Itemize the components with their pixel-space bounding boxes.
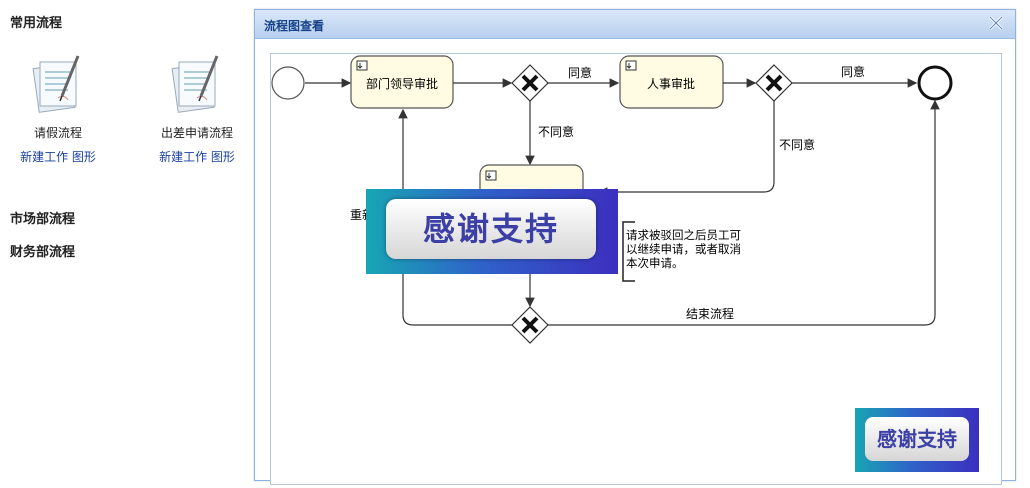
- section-market-processes[interactable]: 市场部流程: [10, 212, 76, 227]
- process-diagram: 部门领导审批 同意 人事审批 同: [271, 55, 953, 344]
- new-work-link[interactable]: 新建工作: [159, 150, 208, 164]
- graph-link[interactable]: 图形: [210, 150, 235, 164]
- watermark-text-small: 感谢支持: [877, 427, 957, 451]
- section-common-processes: 常用流程: [10, 16, 63, 31]
- flow-label-end-process: 结束流程: [686, 306, 734, 321]
- flow-label-agree-2: 同意: [841, 64, 865, 79]
- task-label: 部门领导审批: [366, 76, 438, 91]
- process-item-leave[interactable]: 请假流程 新建工作 图形: [3, 52, 113, 165]
- annotation-text-line2: 以继续申请，或者取消: [626, 242, 741, 256]
- process-item-business-trip[interactable]: 出差申请流程 新建工作 图形: [142, 52, 252, 165]
- flow-label-agree: 同意: [568, 65, 592, 80]
- dialog-header[interactable]: 流程图查看: [255, 10, 1015, 39]
- flow-label-disagree: 不同意: [538, 124, 574, 139]
- start-event[interactable]: [271, 66, 305, 100]
- process-name[interactable]: 出差申请流程: [160, 126, 233, 140]
- task-hr-review[interactable]: 人事审批: [619, 55, 724, 109]
- watermark-banner-small: 感谢支持: [855, 408, 979, 472]
- gateway-2[interactable]: [755, 64, 793, 102]
- graph-link[interactable]: 图形: [71, 150, 96, 164]
- annotation-bracket: [622, 221, 635, 282]
- process-sidebar: 常用流程 请假流程 新建工作 图形: [0, 0, 255, 472]
- task-label: 人事审批: [647, 76, 695, 91]
- process-name[interactable]: 请假流程: [33, 126, 82, 140]
- dialog-title: 流程图查看: [264, 19, 325, 33]
- document-sign-icon[interactable]: [28, 52, 88, 118]
- gateway-1[interactable]: [511, 64, 549, 102]
- new-work-link[interactable]: 新建工作: [20, 150, 69, 164]
- annotation-text-line1: 请求被驳回之后员工可: [626, 228, 741, 242]
- section-finance-processes[interactable]: 财务部流程: [10, 245, 76, 260]
- gateway-3[interactable]: [511, 306, 549, 344]
- watermark-text: 感谢支持: [422, 210, 559, 248]
- annotation-text-line3: 本次申请。: [626, 256, 684, 270]
- flow-label-disagree-2: 不同意: [779, 137, 815, 152]
- task-dept-review[interactable]: 部门领导审批: [350, 55, 454, 109]
- document-sign-icon[interactable]: [167, 52, 227, 118]
- watermark-banner: 感谢支持: [366, 189, 618, 274]
- end-event[interactable]: [917, 65, 953, 101]
- process-links: 新建工作 图形: [3, 148, 113, 165]
- close-icon[interactable]: [987, 14, 1005, 32]
- process-links: 新建工作 图形: [142, 148, 252, 165]
